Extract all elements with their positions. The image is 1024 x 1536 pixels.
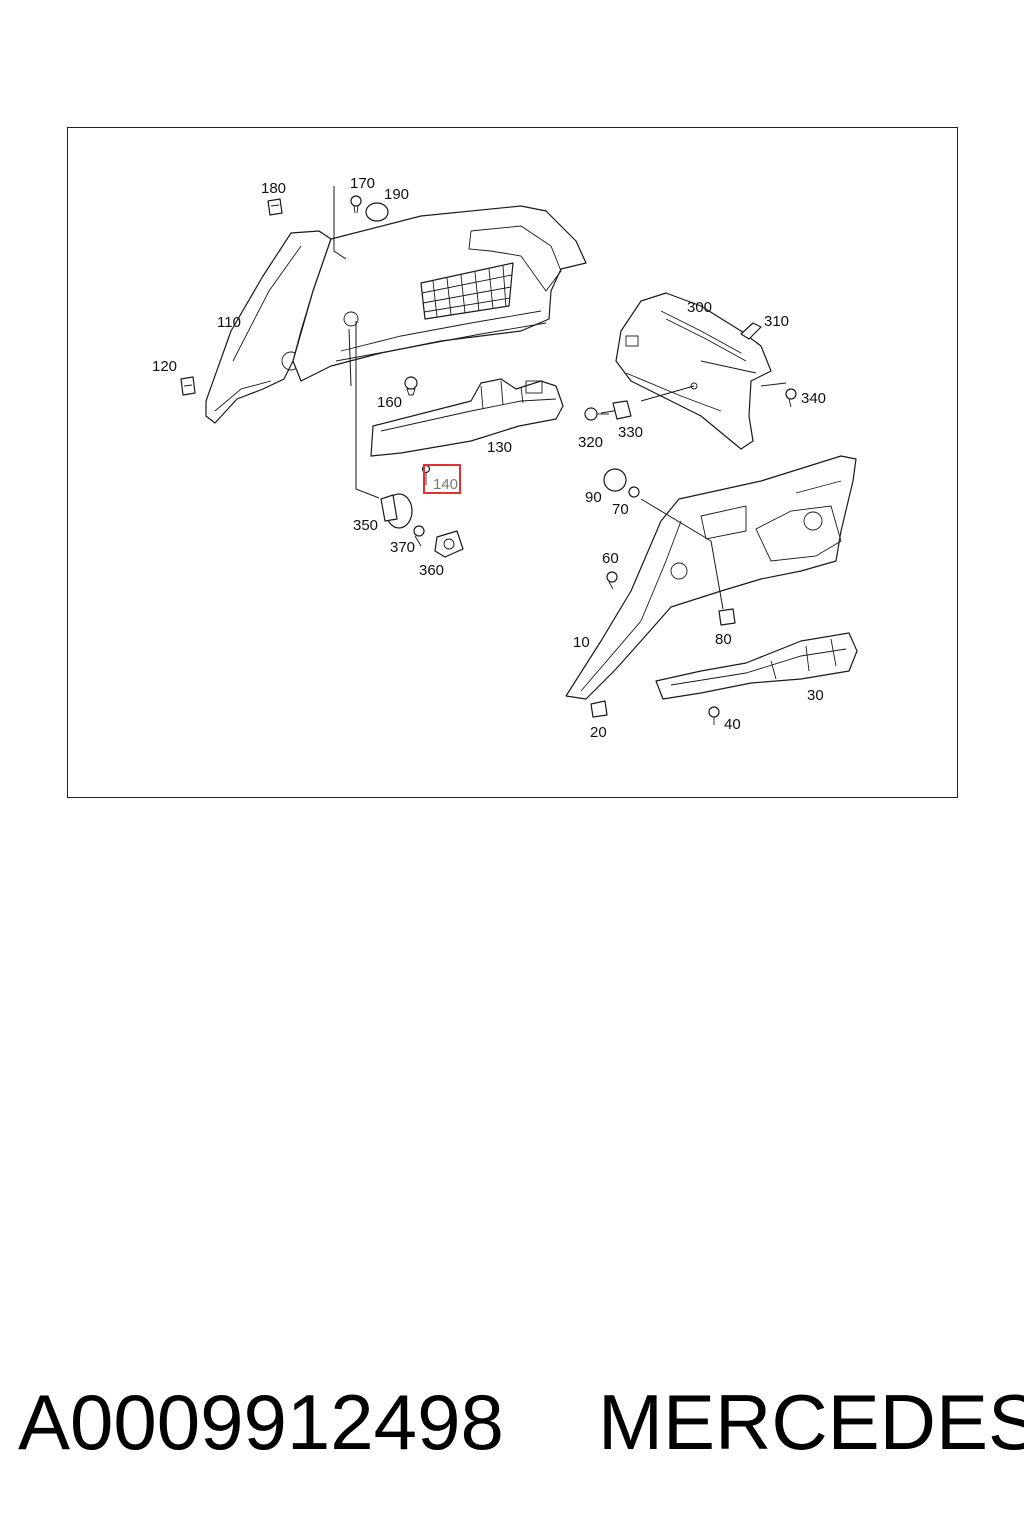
- callout-160: 160: [377, 394, 402, 411]
- part-30-lower-tray: [655, 632, 858, 700]
- part-caption: A0009912498 MERCEDES: [18, 1372, 1024, 1472]
- highlight-box-140: [423, 464, 461, 494]
- callout-350: 350: [353, 517, 378, 534]
- callout-20: 20: [590, 724, 607, 741]
- callout-130: 130: [487, 439, 512, 456]
- callout-370: 370: [390, 539, 415, 556]
- leader-80: [640, 498, 724, 610]
- leader-350: [355, 321, 380, 499]
- leader-330: [640, 385, 695, 402]
- part-number: A0009912498: [18, 1378, 504, 1466]
- screw-320-icon: [584, 407, 609, 421]
- callout-310: 310: [764, 313, 789, 330]
- clip-180-icon: [267, 198, 283, 216]
- callout-360: 360: [419, 562, 444, 579]
- part-110-pillar-trim: [205, 230, 332, 424]
- callout-90: 90: [585, 489, 602, 506]
- leader-340-line: [760, 382, 787, 387]
- leader-110-pin: [348, 328, 352, 387]
- cover-360-icon: [434, 530, 464, 558]
- callout-80: 80: [715, 631, 732, 648]
- callout-70: 70: [612, 501, 629, 518]
- brand-name: MERCEDES: [598, 1378, 1024, 1466]
- callout-340: 340: [801, 390, 826, 407]
- clip-330-icon: [612, 400, 632, 420]
- callout-330: 330: [618, 424, 643, 441]
- callout-140: 140: [433, 476, 458, 493]
- clip-60-icon: [606, 571, 618, 590]
- exploded-parts-diagram: 180 170 190 110 120 160 130 140 350 370 …: [152, 175, 858, 741]
- callout-40: 40: [724, 716, 741, 733]
- callout-190: 190: [384, 186, 409, 203]
- part-10-lower-side-trim: [565, 455, 857, 700]
- callout-300: 300: [687, 299, 712, 316]
- callout-110: 110: [217, 314, 241, 331]
- clip-340-icon: [785, 388, 797, 408]
- leader-170: [333, 186, 347, 260]
- parts-diagram-frame: 180 170 190 110 120 160 130 140 350 370 …: [67, 127, 958, 798]
- screw-370-icon: [413, 525, 425, 547]
- part-130-storage-tray: [370, 378, 564, 457]
- callout-120: 120: [152, 358, 177, 375]
- screw-40-icon: [708, 706, 720, 725]
- clip-120-icon: [180, 376, 196, 396]
- callout-180: 180: [261, 180, 286, 197]
- callout-30: 30: [807, 687, 824, 704]
- screw-170-icon: [350, 195, 362, 214]
- part-upper-side-panel: [292, 205, 587, 382]
- cap-310-icon: [740, 322, 762, 340]
- callout-10: 10: [573, 634, 590, 651]
- callout-320: 320: [578, 434, 603, 451]
- clip-160-icon: [404, 376, 418, 396]
- hook-350-icon: [380, 493, 413, 529]
- cap-90-icon: [603, 468, 627, 492]
- storage-net: [420, 262, 514, 320]
- cap-190-icon: [365, 202, 389, 222]
- clip-80-icon: [718, 608, 736, 626]
- part-300-rear-trim: [615, 292, 772, 450]
- callout-170: 170: [350, 175, 375, 192]
- callout-60: 60: [602, 550, 619, 567]
- clip-70-icon: [628, 486, 640, 498]
- clip-20-icon: [590, 700, 608, 718]
